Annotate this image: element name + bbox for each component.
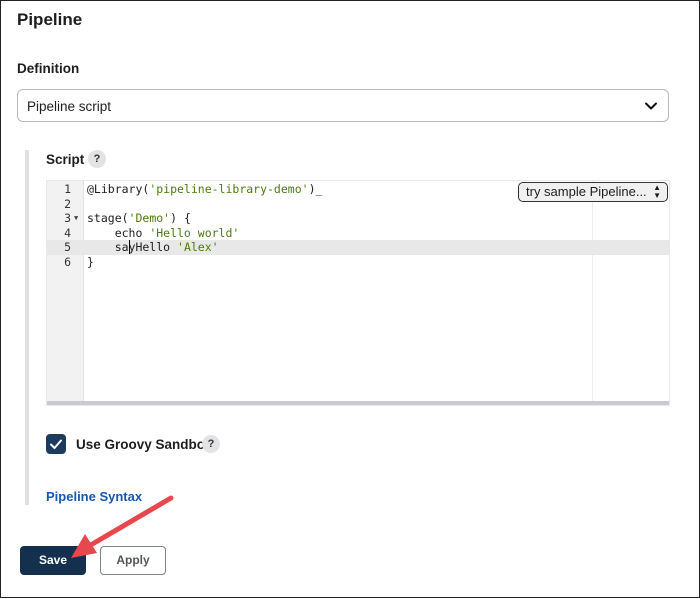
code-line: 6 } <box>47 255 669 270</box>
editor-horizontal-scrollbar[interactable] <box>47 401 669 405</box>
section-indent-bar <box>25 150 29 505</box>
line-number: 3 <box>64 211 71 225</box>
select-updown-icon: ▲▼ <box>653 183 661 200</box>
definition-select[interactable]: Pipeline script <box>17 89 669 122</box>
editor-print-margin <box>592 181 593 405</box>
code-text: stage('Demo') { <box>87 211 191 225</box>
script-label: Script <box>46 152 85 167</box>
code-text: @Library('pipeline-library-demo')_ <box>87 182 323 196</box>
line-number: 1 <box>64 182 71 196</box>
sample-pipeline-select[interactable]: try sample Pipeline... ▲▼ <box>518 182 668 202</box>
line-number: 4 <box>64 225 71 240</box>
groovy-sandbox-label[interactable]: Use Groovy Sandbox <box>76 437 213 452</box>
script-editor[interactable]: 1 @Library('pipeline-library-demo')_ 2 3… <box>46 180 670 406</box>
line-number: 5 <box>64 240 71 254</box>
line-number: 2 <box>64 196 71 211</box>
checkmark-icon <box>50 439 62 449</box>
text-cursor <box>129 240 130 254</box>
code-line: 2 <box>47 197 669 212</box>
definition-label: Definition <box>17 61 80 76</box>
code-line: 3 ▼ stage('Demo') { <box>47 211 669 226</box>
sample-pipeline-value: try sample Pipeline... <box>526 184 647 199</box>
code-text: } <box>87 254 94 269</box>
code-line: 4 echo 'Hello world' <box>47 226 669 241</box>
editor-gutter <box>47 181 84 405</box>
sandbox-help-icon[interactable]: ? <box>202 435 220 453</box>
groovy-sandbox-checkbox[interactable] <box>46 434 66 454</box>
apply-button[interactable]: Apply <box>100 546 166 575</box>
code-text: sayHello 'Alex' <box>87 240 219 254</box>
line-number: 6 <box>64 254 71 269</box>
section-title: Pipeline <box>17 10 83 29</box>
chevron-down-icon <box>645 102 657 110</box>
save-button[interactable]: Save <box>20 546 86 575</box>
script-help-icon[interactable]: ? <box>88 150 106 168</box>
fold-toggle-icon[interactable]: ▼ <box>74 214 79 222</box>
pipeline-syntax-link[interactable]: Pipeline Syntax <box>46 489 143 504</box>
code-line-active: 5 sayHello 'Alex' <box>47 240 669 255</box>
code-text: echo 'Hello world' <box>87 225 240 240</box>
code-line: 1 @Library('pipeline-library-demo')_ <box>47 182 669 197</box>
definition-selected-value: Pipeline script <box>27 99 112 114</box>
